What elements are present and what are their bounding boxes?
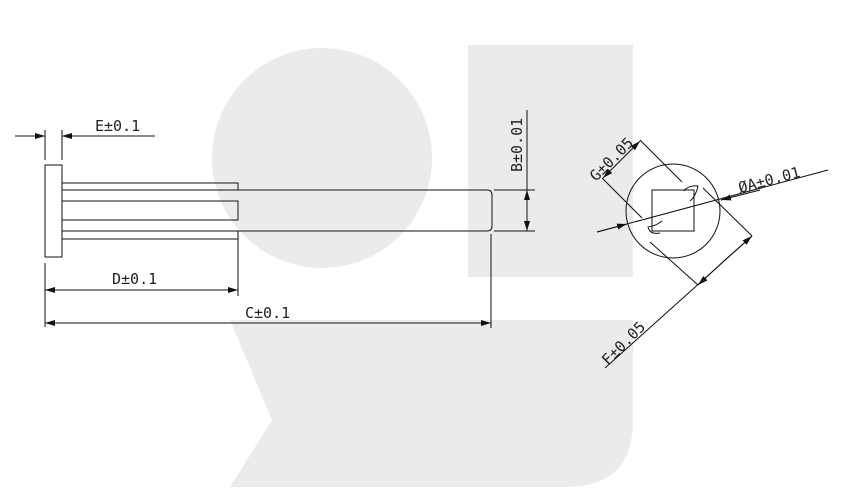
- dimension-c: C±0.1: [45, 234, 492, 328]
- pin-end-view: [625, 163, 721, 259]
- pin-head: [44, 164, 63, 258]
- label-e: E±0.1: [95, 117, 140, 135]
- label-b: B±0.01: [508, 118, 526, 172]
- dimension-e: E±0.1: [15, 117, 155, 160]
- dimension-d: D±0.1: [44, 239, 239, 327]
- pin-side-view: [44, 164, 493, 258]
- long-pin: [62, 189, 493, 232]
- label-d: D±0.1: [112, 270, 157, 288]
- dimension-b: B±0.01: [494, 110, 535, 232]
- watermark-logo: [212, 45, 633, 487]
- label-a: ØA±0.01: [736, 163, 802, 197]
- label-c: C±0.1: [245, 304, 290, 322]
